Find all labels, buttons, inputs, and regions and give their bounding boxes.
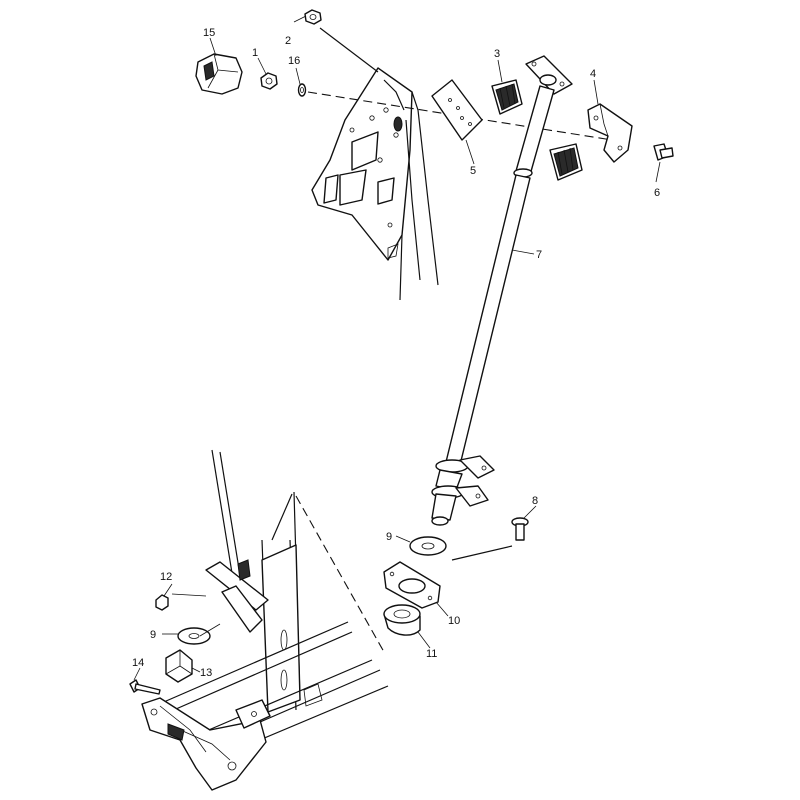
washer-icon: [297, 83, 307, 97]
clamp-bracket-icon: [587, 103, 633, 163]
washer-icon: [177, 627, 211, 645]
callout-4: 4: [590, 68, 596, 80]
leader-lines: [133, 15, 661, 681]
bushing-half-icon: [491, 79, 523, 115]
callout-10: 10: [448, 615, 460, 627]
bolt-icon: [511, 517, 529, 541]
callout-1: 1: [252, 47, 258, 59]
dash-panel-frame: [311, 67, 439, 301]
flange-nut-icon: [304, 9, 322, 25]
cap-nut-icon: [195, 53, 243, 95]
assembly-axis-upper: [307, 91, 613, 141]
bushing-icon: [383, 604, 421, 636]
callout-8: 8: [532, 495, 538, 507]
callout-12: 12: [160, 571, 172, 583]
assembly-line-bolt8: [451, 545, 513, 561]
callout-5: 5: [470, 165, 476, 177]
callout-13: 13: [200, 667, 212, 679]
callout-2: 2: [285, 35, 291, 47]
lower-chassis-frame: [141, 449, 389, 791]
callout-16: 16: [288, 55, 300, 67]
callout-15: 15: [203, 27, 215, 39]
callout-14: 14: [132, 657, 144, 669]
bushing-half-icon: [549, 143, 583, 181]
callout-9-lower: 9: [150, 629, 156, 641]
washer-icon: [409, 536, 447, 556]
callout-11: 11: [426, 648, 437, 660]
bolt-icon: [653, 143, 674, 161]
nut-icon: [155, 594, 169, 611]
callout-6: 6: [654, 187, 660, 199]
hex-nut-icon: [260, 72, 278, 90]
callout-7: 7: [536, 249, 542, 261]
flange-plate-icon: [383, 561, 441, 609]
callout-3: 3: [494, 48, 500, 60]
callout-labels: 1 2 3 4 5 6 7 8 9 10 11 12 9 13 14 15 16: [132, 27, 660, 679]
plate-icon: [431, 79, 483, 141]
assembly-axis-lower: [295, 495, 385, 653]
assembly-line-nut2: [319, 27, 379, 73]
spacer-icon: [165, 649, 193, 683]
bolt-icon: [129, 679, 161, 695]
steering-column-icon: [431, 55, 573, 526]
callout-9-upper: 9: [386, 531, 392, 543]
assembly-line-lower-a: [271, 493, 293, 541]
